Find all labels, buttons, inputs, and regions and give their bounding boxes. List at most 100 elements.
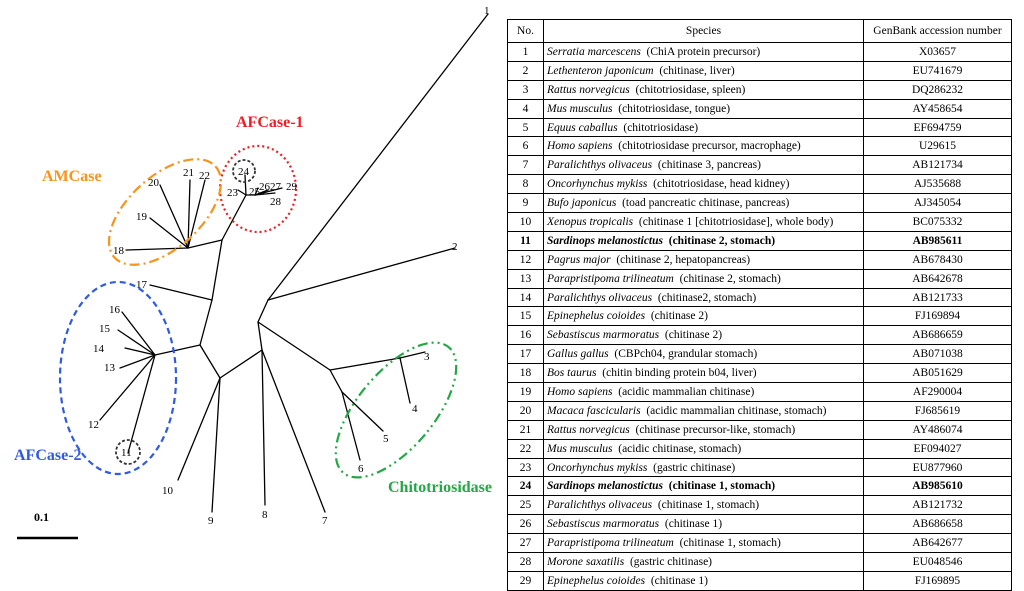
leaf-label-1: 1 [484,5,490,17]
afcase2-label: AFCase-2 [14,447,82,464]
row-number: 22 [507,438,544,459]
species-cell: Parapristipoma trilineatum (chitinase 2,… [543,268,864,289]
accession-number: AB121733 [863,287,1012,308]
species-cell: Paralichthys olivaceus (chitinase 3, pan… [543,155,864,176]
row-number: 8 [507,174,544,195]
row-number: 25 [507,495,544,516]
leaf-label-29: 29 [286,181,298,193]
species-description: (chitinase 3, pancreas) [657,159,761,172]
species-cell: Sardinops melanostictus (chitinase 1, st… [543,476,864,497]
accession-number: AB678430 [863,249,1012,270]
amcase-label: AMCase [42,168,102,185]
scientific-name: Sardinops melanostictus [547,480,663,493]
leaf-label-5: 5 [383,433,389,445]
accession-number: AF290004 [863,382,1012,402]
species-description: (chitinase precursor-like, stomach) [635,423,796,436]
scientific-name: Bufo japonicus [547,197,617,210]
species-cell: Sardinops melanostictus (chitinase 2, st… [543,230,864,251]
accession-number: AB686658 [863,514,1012,535]
species-description: (chitinase 1) [650,574,708,587]
accession-number: EU741679 [863,60,1012,81]
scientific-name: Paralichthys olivaceus [547,159,653,172]
species-cell: Rattus norvegicus (chitinase precursor-l… [543,419,864,440]
scientific-name: Lethenteron japonicum [547,64,654,77]
scientific-name: Parapristipoma trilineatum [547,537,674,550]
row-number: 23 [507,457,544,478]
scientific-name: Epinephelus coioides [547,310,646,323]
species-cell: Rattus norvegicus (chitotriosidase, sple… [543,79,864,100]
species-description: (chitotriosidase) [623,121,699,134]
leaf-label-23: 23 [227,187,239,199]
species-cell: Epinephelus coioides (chitinase 2) [543,306,864,327]
scientific-name: Serratia marcescens [547,45,641,58]
species-description: (toad pancreatic chitinase, pancreas) [622,197,790,210]
accession-number: AB686659 [863,325,1012,346]
leaf-label-4: 4 [412,403,418,415]
species-description: (chitin binding protein b04, liver) [602,367,757,380]
accession-number: AB642678 [863,268,1012,289]
scientific-name: Morone saxatilis [547,555,625,568]
amcase-clade-outline [107,158,223,266]
species-description: (chitinase2, stomach) [657,291,757,304]
scientific-name: Oncorhynchus mykiss [547,178,648,191]
leaf-label-19: 19 [136,211,148,223]
leaf-label-12: 12 [88,419,99,431]
header-accession: GenBank accession number [863,19,1012,43]
species-description: (chitinase 1, stomach) [679,537,781,550]
species-description: (acidic mammalian chitinase) [618,385,755,398]
scientific-name: Bos taurus [547,367,597,380]
afcase1-label: AFCase-1 [236,114,304,131]
leaf-label-25: 25 [249,186,261,198]
row-number: 17 [507,344,544,365]
row-number: 7 [507,155,544,176]
scientific-name: Xenopus tropicalis [547,215,634,228]
species-description: (chitinase 2, hepatopancreas) [616,253,751,266]
scientific-name: Macaca fascicularis [547,404,641,417]
species-description: (acidic mammalian chitinase, stomach) [646,404,827,417]
leaf-label-14: 14 [93,343,105,355]
leaf-label-13: 13 [104,362,116,374]
species-description: (chitinase, liver) [659,64,735,77]
leaf-label-21: 21 [183,167,194,179]
accession-number: AY486074 [863,419,1012,440]
accession-number: FJ169895 [863,570,1012,591]
species-description: (chitinase 1, stomach) [668,480,776,493]
accession-number: AB985611 [863,230,1012,251]
species-cell: Serratia marcescens (ChiA protein precur… [543,42,864,62]
leaf-label-8: 8 [262,509,268,521]
species-description: (gastric chitinase) [629,555,713,568]
leaf-label-18: 18 [113,245,125,257]
accession-number: U29615 [863,136,1012,157]
accession-number: EU877960 [863,457,1012,478]
species-description: (chitinase 1 [chitotriosidase], whole bo… [638,215,834,228]
scientific-name: Pagrus major [547,253,611,266]
sardine-afcase1-marker [232,159,256,183]
row-number: 18 [507,363,544,384]
leaf-label-17: 17 [136,279,148,291]
species-description: (chitinase 2, stomach) [668,234,776,247]
species-description: (chitotriosidase, spleen) [635,83,746,96]
leaf-label-2: 2 [452,241,458,253]
accession-number: AB121732 [863,495,1012,516]
scientific-name: Homo sapiens [547,385,613,398]
leaf-label-16: 16 [109,304,121,316]
species-cell: Mus musculus (acidic chitinase, stomach) [543,438,864,459]
scientific-name: Gallus gallus [547,348,609,361]
